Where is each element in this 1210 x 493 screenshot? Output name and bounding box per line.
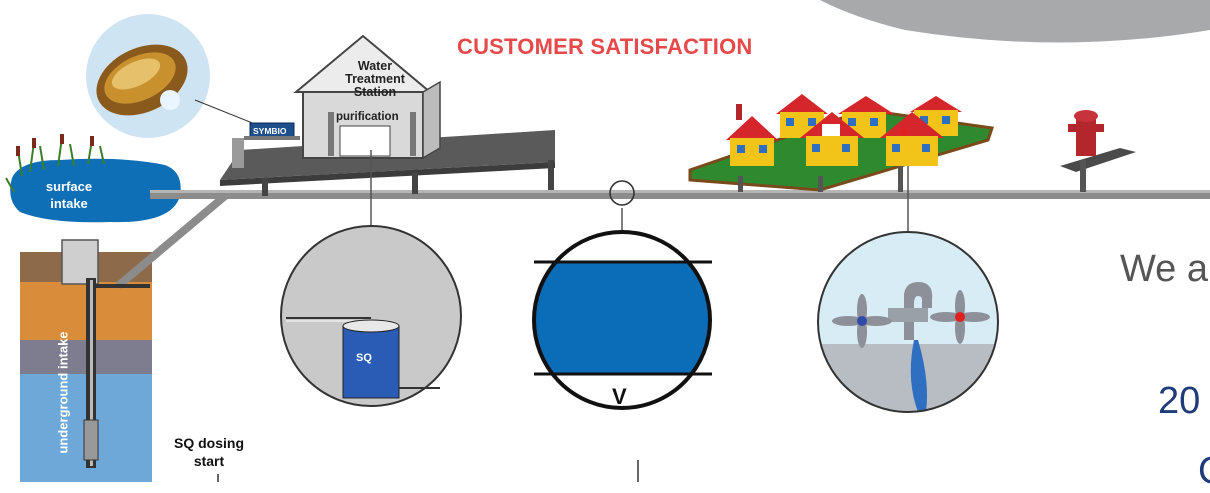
volume-label: V (612, 384, 627, 409)
purification-label: purification (336, 111, 399, 123)
water-system-diagram (5, 0, 1210, 482)
station-line-3: Station (353, 85, 397, 99)
symbio-device (232, 122, 300, 168)
sq-dosing-label: SQ dosing start (163, 434, 255, 470)
surface-line-2: intake (50, 196, 88, 211)
tank-label: SQ (356, 352, 372, 364)
surface-intake-pond (5, 134, 181, 223)
houses-block (688, 94, 994, 192)
side-text-3: C (1198, 450, 1210, 493)
underground-intake-label: underground intake (55, 331, 71, 454)
diagram-title: CUSTOMER SATISFACTION (457, 34, 753, 59)
side-text-1: We a (1120, 248, 1209, 290)
tap-circle (817, 231, 999, 413)
mussel-photo (86, 14, 256, 138)
station-line-2: Treatment (345, 72, 405, 86)
corner-decoration (820, 0, 1210, 43)
volume-circle (532, 230, 712, 410)
main-pipe (150, 190, 1210, 199)
station-label: Water Treatment Station (328, 60, 422, 99)
dosing-tank-circle (280, 225, 462, 407)
symbio-label: SYMBIO (253, 126, 287, 136)
meter-marker (609, 180, 635, 206)
surface-line-1: surface (45, 179, 93, 194)
dosing-line-1: SQ dosing (174, 435, 244, 451)
well-pipe (115, 192, 228, 290)
dosing-line-2: start (193, 453, 225, 469)
side-text-2: 20 (1158, 380, 1201, 422)
station-line-1: Water (357, 59, 393, 73)
underground-soil (20, 239, 152, 482)
fire-hydrant (1060, 110, 1136, 192)
surface-intake-label: surface intake (30, 178, 108, 212)
treatment-station (293, 34, 441, 160)
